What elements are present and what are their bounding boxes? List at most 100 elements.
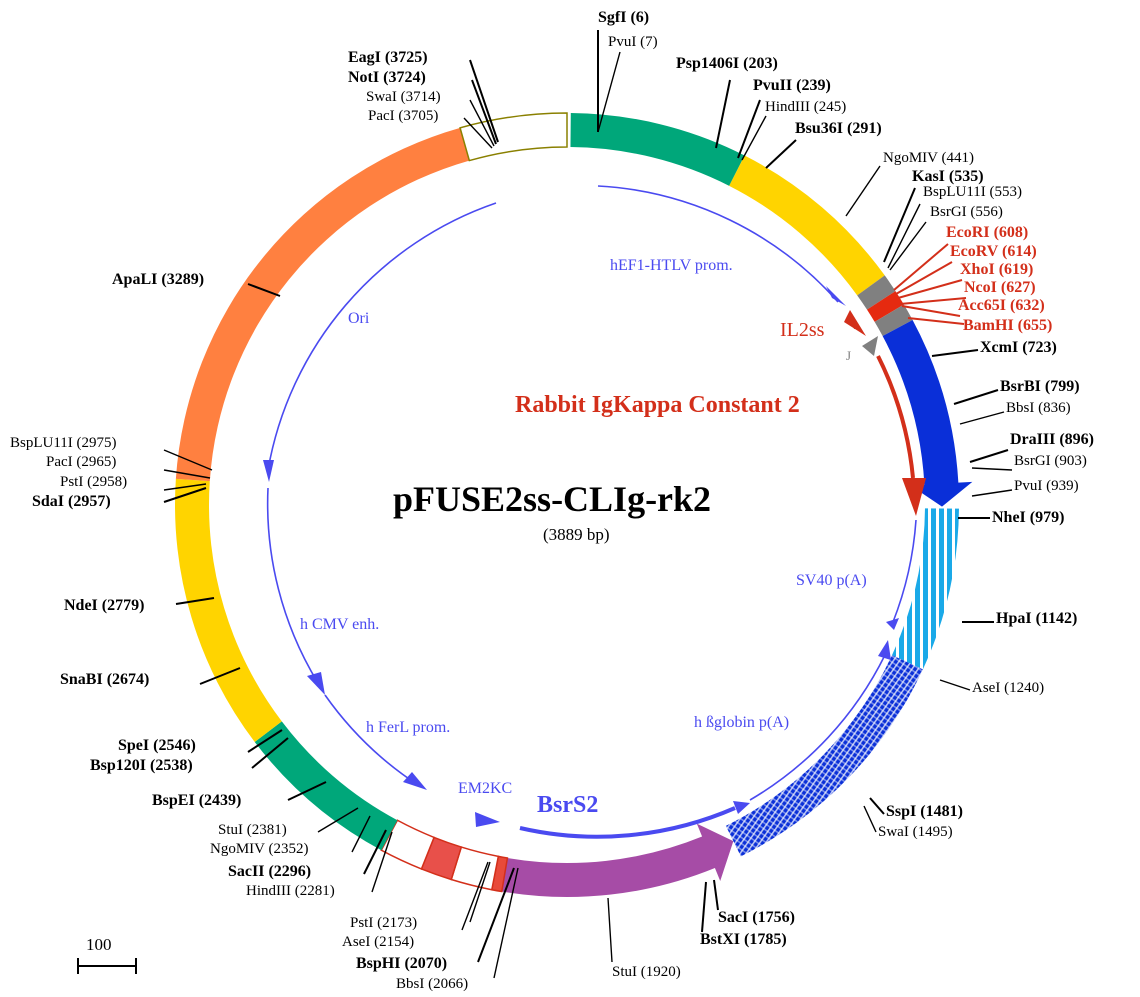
site-label: StuI (1920) — [612, 964, 681, 980]
site-name: BsrGI — [930, 204, 970, 220]
site-name: KasI — [912, 168, 949, 185]
site-position: (836) — [1038, 400, 1071, 416]
site-name: SgfI — [598, 9, 630, 26]
site-name: Acc65I — [958, 297, 1010, 314]
site-position: (903) — [1054, 453, 1087, 469]
segment-bsrs2-purple — [501, 823, 734, 897]
site-label: BbsI (836) — [1006, 400, 1071, 416]
site-leader — [175, 597, 215, 605]
segment-sv40pa-striped — [892, 508, 959, 670]
site-name: SpeI — [118, 737, 153, 754]
site-leader — [463, 117, 493, 149]
feature-label-em2kc: EM2KC — [458, 780, 512, 797]
segment-j-gray — [874, 304, 913, 337]
site-position: (239) — [796, 77, 831, 94]
site-position: (535) — [949, 168, 984, 185]
feature-label-sv40: SV40 p(A) — [796, 572, 867, 589]
feature-label-hef1: hEF1-HTLV prom. — [610, 257, 733, 274]
site-name: PacI — [46, 454, 76, 470]
site-label: HindIII (245) — [765, 99, 846, 115]
site-label: EcoRV (614) — [950, 243, 1037, 260]
sv40-arrow — [892, 519, 917, 623]
site-label: NotI (3724) — [348, 69, 426, 86]
cmv-enh-arrowhead — [307, 672, 325, 695]
bsrs2-arrow — [519, 806, 736, 839]
site-leader — [469, 861, 491, 923]
site-position: (2281) — [295, 883, 335, 899]
segment-mcs-red — [867, 291, 904, 322]
site-position: (2070) — [404, 955, 447, 972]
site-leader — [887, 203, 921, 269]
ferl-prom-arrowhead — [403, 772, 427, 790]
site-leader — [765, 139, 797, 169]
site-leader — [863, 805, 877, 833]
site-leader — [869, 797, 885, 815]
site-leader — [883, 187, 916, 263]
site-label: EagI (3725) — [348, 49, 428, 66]
site-name: BbsI — [1006, 400, 1038, 416]
site-name: SwaI — [366, 89, 401, 105]
site-label: ApaLI (3289) — [112, 271, 204, 288]
site-label: BamHI (655) — [963, 317, 1052, 334]
site-leader — [199, 667, 241, 685]
site-leader — [969, 449, 1009, 463]
site-position: (3289) — [161, 271, 204, 288]
site-leader — [895, 261, 953, 295]
site-label: SdaI (2957) — [32, 493, 111, 510]
site-position: (245) — [814, 99, 847, 115]
site-leader — [469, 99, 495, 147]
site-leader — [715, 79, 731, 149]
site-position: (441) — [941, 150, 974, 166]
site-name: StuI — [218, 822, 247, 838]
site-leader — [713, 879, 719, 911]
site-position: (7) — [640, 34, 658, 50]
site-position: (979) — [1030, 509, 1065, 526]
plasmid-name: pFUSE2ss-CLIg-rk2 — [393, 479, 711, 519]
site-leader — [477, 867, 515, 963]
site-leader — [741, 115, 767, 161]
cmv-enh-arrow — [266, 487, 319, 684]
site-name: SnaBI — [60, 671, 107, 688]
site-leader — [351, 815, 371, 853]
site-label: PvuI (7) — [608, 34, 658, 50]
site-label: NheI (979) — [992, 509, 1064, 526]
site-leader — [953, 389, 999, 405]
site-leader — [163, 483, 207, 491]
site-position: (2066) — [428, 976, 468, 992]
site-position: (1920) — [641, 964, 681, 980]
site-name: NgoMIV — [883, 150, 941, 166]
site-leader — [845, 165, 881, 217]
site-name: BsrGI — [1014, 453, 1054, 469]
site-position: (2958) — [87, 474, 127, 490]
site-name: NheI — [992, 509, 1030, 526]
site-position: (627) — [1001, 279, 1036, 296]
site-label: SpeI (2546) — [118, 737, 196, 754]
site-leader — [907, 317, 965, 325]
site-name: PacI — [368, 108, 398, 124]
site-name: EcoRI — [946, 224, 994, 241]
site-label: BbsI (2066) — [396, 976, 468, 992]
site-labels: SgfI (6)PvuI (7)Psp1406I (203)PvuII (239… — [10, 9, 1094, 992]
site-leader — [287, 781, 327, 801]
site-position: (1756) — [752, 909, 795, 926]
site-leader — [901, 305, 961, 317]
site-position: (1495) — [913, 824, 953, 840]
site-name: SacII — [228, 863, 268, 880]
site-leader — [893, 243, 949, 291]
bsrs2-arrowhead — [733, 801, 750, 814]
site-leader-lines — [163, 30, 1013, 979]
feature-arrows — [263, 185, 917, 839]
site-name: SwaI — [878, 824, 913, 840]
site-leader — [931, 349, 979, 357]
feature-label-bsrs2: BsrS2 — [537, 792, 598, 818]
site-name: PstI — [350, 915, 377, 931]
site-name: XcmI — [980, 339, 1022, 356]
segment-il2ss-gray — [857, 275, 896, 310]
site-name: NcoI — [964, 279, 1001, 296]
site-position: (723) — [1022, 339, 1057, 356]
site-name: PvuI — [1014, 478, 1046, 494]
site-leader — [889, 221, 927, 271]
site-name: BbsI — [396, 976, 428, 992]
site-leader — [737, 99, 761, 159]
